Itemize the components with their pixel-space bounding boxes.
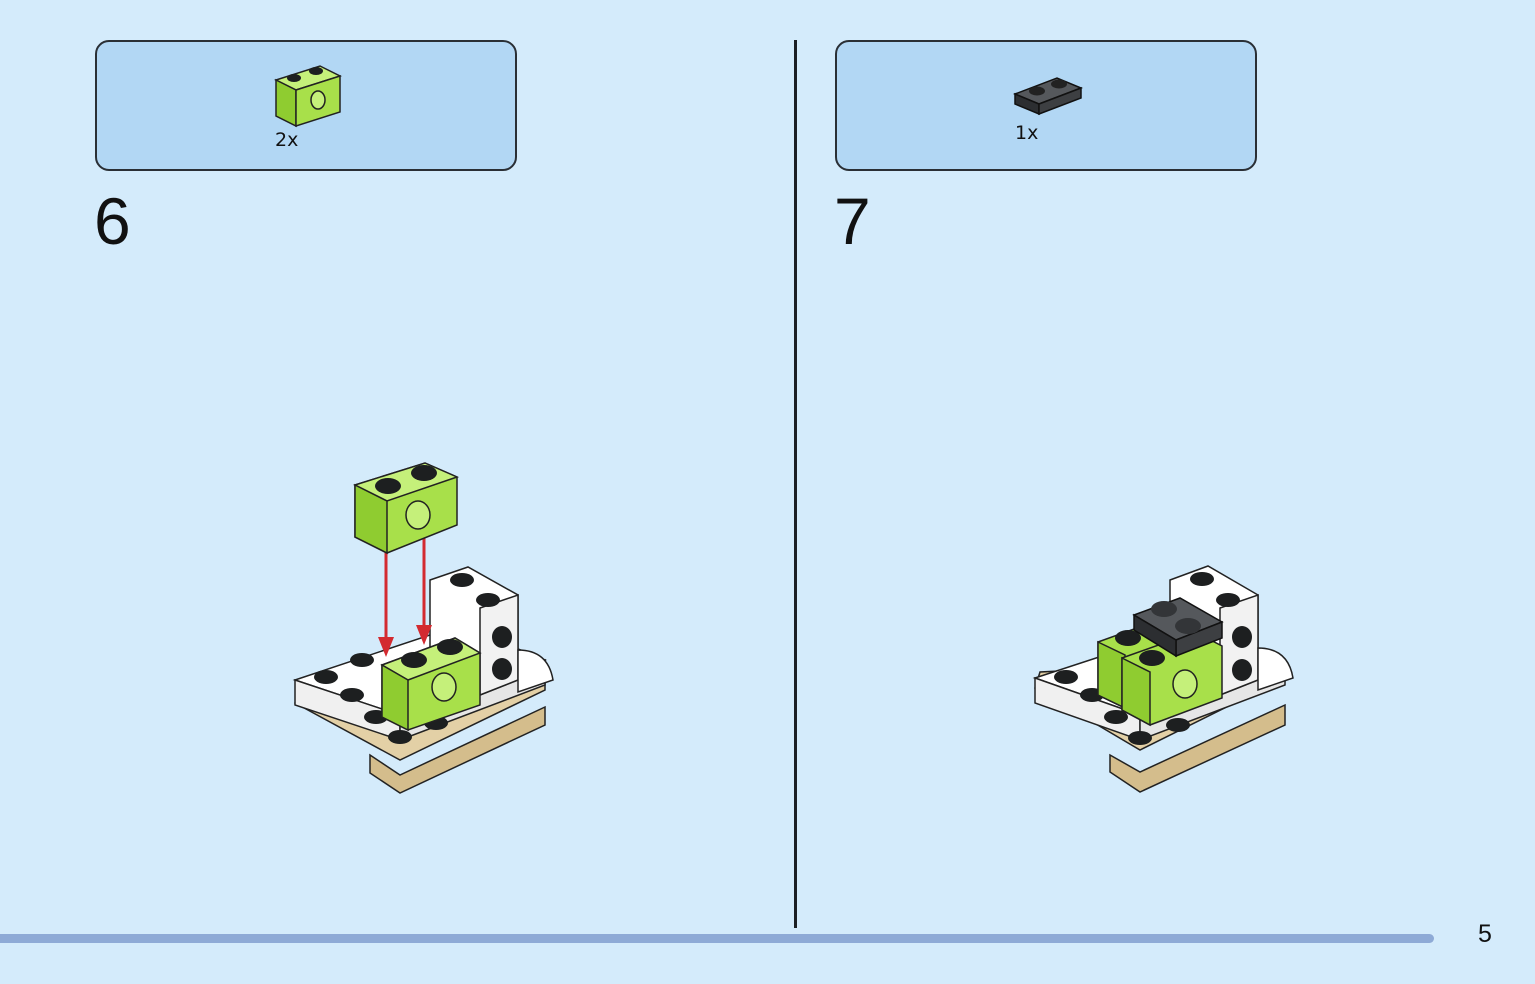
page-divider: [794, 40, 797, 928]
step-number: 7: [834, 184, 871, 258]
part-quantity-label: 1x: [1015, 122, 1039, 144]
parts-callout-step-7: 1x: [835, 40, 1257, 171]
part-quantity-label: 2x: [275, 129, 299, 151]
step-number: 6: [94, 184, 131, 258]
step-6-assembly-illustration: [292, 462, 554, 794]
parts-callout-step-6: 2x: [95, 40, 517, 171]
step-7-assembly-illustration: [1032, 565, 1294, 793]
page-number: 5: [1478, 920, 1492, 948]
dark-gray-plate-part-icon: [1012, 77, 1084, 116]
lime-technic-brick-part-icon: [274, 65, 342, 128]
footer-progress-bar: [0, 934, 1434, 943]
